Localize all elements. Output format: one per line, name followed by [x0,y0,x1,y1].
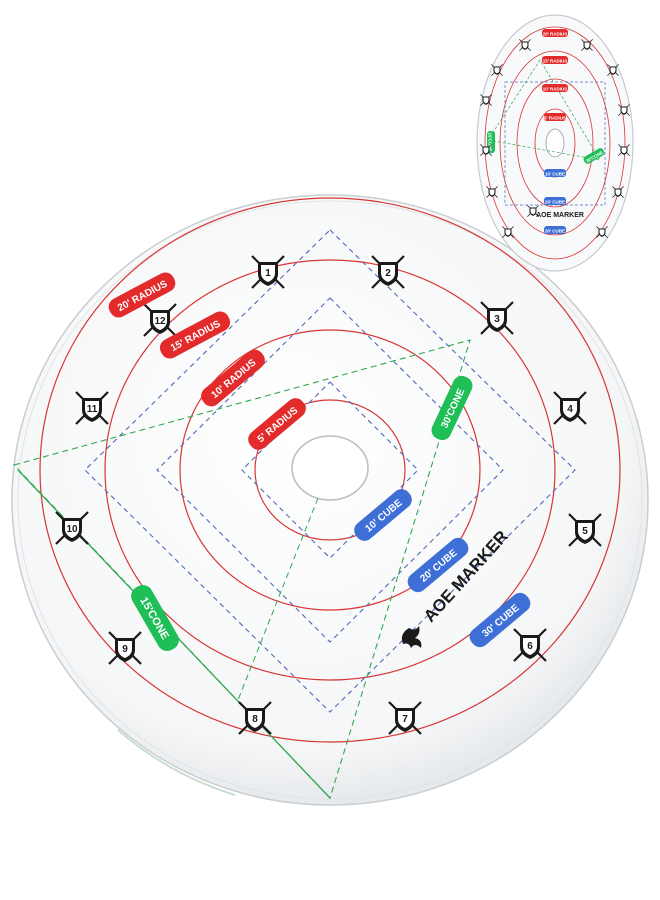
marker-9: 9 [107,630,143,666]
thumb-cube-10: 10' CUBE [545,172,565,177]
marker-4: 4 [552,390,588,426]
svg-text:9: 9 [122,644,128,655]
cone-guide-center [237,497,319,701]
dragon-icon [401,626,422,648]
marker-3: 3 [479,300,515,336]
thumb-cone-guide [487,59,601,161]
svg-text:11: 11 [87,404,98,415]
marker-5: 5 [567,512,603,548]
edge-tint [117,729,236,796]
thumbnail-disc: 20' RADIUS 15' RADIUS 10' RADIUS 5' RADI… [476,14,634,272]
thumb-radius-5: 5' RADIUS [544,116,566,121]
thumb-ring-10 [516,78,594,208]
thumb-radius-15: 15' RADIUS [543,59,568,64]
cube-guide-30 [84,229,576,713]
thumb-cube-30: 30' CUBE [545,229,565,234]
svg-text:10: 10 [66,524,78,535]
marker-6: 6 [512,627,548,663]
svg-text:8: 8 [252,714,258,725]
thumb-cube-20: 20' CUBE [545,200,565,205]
marker-11: 11 [74,390,110,426]
marker-10: 10 [54,510,90,546]
radius-ring-20 [39,197,621,743]
thumb-brand: AOE MARKER [536,212,584,219]
svg-text:1: 1 [265,268,271,279]
center-hole [291,435,369,501]
svg-text:2: 2 [385,268,391,279]
marker-7: 7 [387,700,423,736]
svg-text:12: 12 [154,316,166,327]
svg-text:3: 3 [494,314,500,325]
disc-rim [17,200,643,800]
radius-ring-5 [254,399,406,541]
marker-2: 2 [370,254,406,290]
thumb-radius-10: 10' RADIUS [543,87,568,92]
svg-text:7: 7 [402,714,408,725]
thumb-cube-guide [504,81,606,206]
svg-text:5: 5 [582,526,588,537]
marker-1: 1 [250,254,286,290]
radius-ring-15 [104,259,556,681]
svg-text:6: 6 [527,641,533,652]
thumb-radius-20: 20' RADIUS [543,32,568,37]
main-disc: 1 2 3 4 5 6 7 8 9 10 11 12 20' RADIUS 15… [11,194,649,806]
thumb-ring-20 [484,26,626,260]
marker-8: 8 [237,700,273,736]
thumb-cone-15: 15'CONE [488,132,493,151]
radius-ring-10 [179,329,481,611]
clock-markers: 1 2 3 4 5 6 7 8 9 10 11 12 [54,254,603,736]
thumb-ring-15 [499,50,611,236]
svg-text:4: 4 [567,404,573,415]
thumb-center-hole [545,128,565,158]
marker-12: 12 [142,302,178,338]
